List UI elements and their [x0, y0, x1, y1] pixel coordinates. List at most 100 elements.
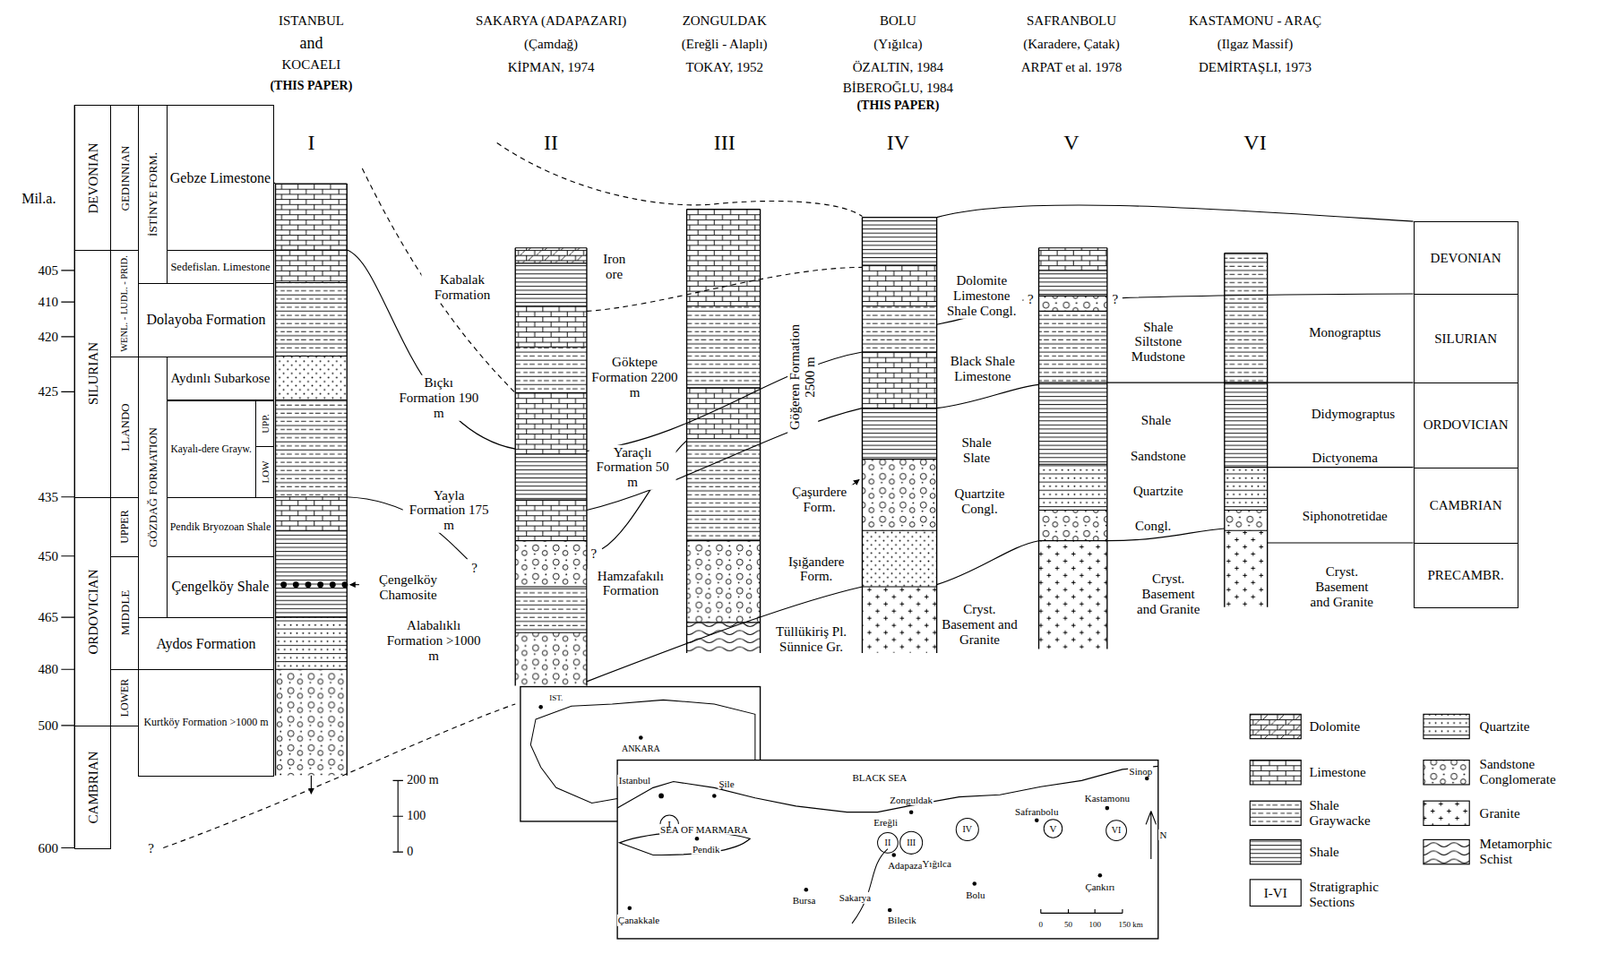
rock-layer	[861, 265, 937, 307]
text-label: (Çamdağ)	[523, 36, 579, 52]
strata-box: CAMBRIAN	[1413, 467, 1519, 544]
layer-boundary	[687, 540, 761, 542]
text-label: 405	[37, 262, 61, 278]
layer-boundary	[1039, 382, 1108, 384]
strata-name: LOW	[259, 460, 270, 483]
text-label: 600	[37, 840, 61, 856]
text-label: Quartzite	[1132, 482, 1185, 499]
text-label: 50	[1063, 920, 1074, 930]
layer-boundary	[515, 305, 587, 307]
strata-name: CAMBRIAN	[86, 750, 100, 824]
strata-box: LLANDO	[110, 356, 139, 499]
legend-swatch	[1249, 839, 1301, 864]
column-frame	[861, 217, 937, 654]
strata-name: Aydos Formation	[154, 635, 259, 654]
city-dot	[1098, 873, 1103, 878]
correlation-line	[1122, 293, 1414, 299]
chamosite-dot	[292, 581, 300, 588]
rock-layer	[515, 248, 587, 264]
text-label: Cryst. Basement and Granite	[1306, 564, 1378, 610]
strata-box: Sedefislan. Limestone	[166, 249, 276, 284]
layer-boundary	[687, 387, 761, 388]
text-label: (Ereğli - Alaplı)	[680, 36, 769, 52]
rock-layer	[861, 530, 937, 587]
text-label: BİBEROĞLU, 1984	[842, 80, 955, 96]
text-label: I	[666, 818, 672, 830]
legend-swatch	[1249, 713, 1301, 739]
layer-boundary	[515, 540, 587, 542]
rock-layer	[275, 497, 348, 532]
text-label: Çengelköy Chamosite	[367, 572, 449, 603]
city-dot	[627, 905, 633, 911]
text-label: Şile	[717, 778, 735, 790]
chart-frame	[74, 104, 111, 848]
strata-box: Kayalı-dere Grayw.	[166, 400, 257, 499]
text-label: Shale Siltstone Mudstone	[1117, 318, 1199, 364]
layer-boundary	[1224, 252, 1268, 254]
correlation-line	[937, 384, 1040, 408]
layer-boundary	[1039, 540, 1108, 542]
layer-boundary	[275, 617, 348, 619]
strata-name: PRECAMBR.	[1425, 567, 1506, 585]
legend-swatch	[1423, 713, 1470, 739]
text-label: ARPAT et al. 1978	[1020, 60, 1124, 76]
layer-boundary	[861, 351, 937, 353]
layer-boundary	[861, 216, 937, 218]
legend-text: Sandstone Conglomerate	[1479, 756, 1583, 788]
text-label: ÖZALTIN, 1984	[851, 60, 945, 76]
text-label: Bursa	[791, 894, 818, 905]
layer-boundary	[275, 496, 348, 498]
rock-layer	[1224, 252, 1268, 383]
layer-boundary	[275, 249, 348, 250]
text-label: BOLU	[878, 12, 918, 28]
rock-layer	[275, 356, 348, 401]
rock-layer	[1224, 530, 1268, 607]
layer-boundary	[1039, 247, 1108, 249]
text-label: Sandstone	[1129, 448, 1188, 465]
strata-name: İSTİNYE FORM.	[146, 152, 159, 237]
strata-box: PRECAMBR.	[1413, 542, 1519, 609]
layer-boundary	[275, 182, 348, 184]
text-label: ANKARA	[620, 743, 662, 754]
correlation-lines	[137, 104, 1414, 848]
text-label: SAKARYA (ADAPAZARI)	[474, 12, 628, 28]
chamosite-dot	[317, 581, 324, 588]
sea-outline	[619, 832, 750, 856]
layer-boundary	[515, 346, 587, 348]
text-label: Dictyonema	[1311, 450, 1379, 466]
text-label: Yayla Formation 175 m	[403, 487, 496, 533]
text-label: 0	[405, 844, 414, 860]
text-label: 150 km	[1117, 920, 1144, 930]
city-dot	[887, 908, 893, 913]
layer-boundary	[515, 499, 587, 501]
continuation-arrow	[310, 775, 312, 795]
text-label: 420	[37, 328, 61, 345]
strata-box: ORDOVICIAN	[74, 497, 112, 727]
strata-box: MIDDLE	[110, 556, 139, 671]
city-dot	[1144, 776, 1150, 782]
rock-layer	[861, 459, 937, 532]
text-label: I	[306, 130, 316, 155]
text-label: Quartzite Congl.	[941, 487, 1018, 518]
chamosite-dot	[329, 581, 336, 588]
text-label: Cryst. Basement and Granite	[1129, 571, 1206, 617]
layer-boundary	[1224, 530, 1268, 532]
text-label: Çaşurdere Form.	[783, 484, 856, 516]
text-label: ?	[470, 560, 479, 577]
strata-name: MIDDLE	[118, 590, 130, 637]
rock-layer	[1039, 248, 1108, 271]
strata-box: LOW	[255, 446, 276, 499]
city-dot	[909, 809, 914, 815]
rock-layer	[1039, 510, 1108, 542]
strata-box: UPP.	[255, 400, 276, 448]
coastline	[617, 765, 1159, 812]
layer-boundary	[515, 247, 587, 249]
text-label: VI	[1242, 130, 1267, 155]
section-marker	[1043, 819, 1063, 839]
text-label: SEA OF MARMARA	[659, 824, 749, 835]
correlation-line	[1267, 466, 1414, 468]
layer-boundary	[515, 632, 587, 634]
rock-layer	[1224, 382, 1268, 468]
legend-text: Dolomite	[1308, 719, 1360, 735]
strata-box: ORDOVICIAN	[1413, 382, 1519, 469]
